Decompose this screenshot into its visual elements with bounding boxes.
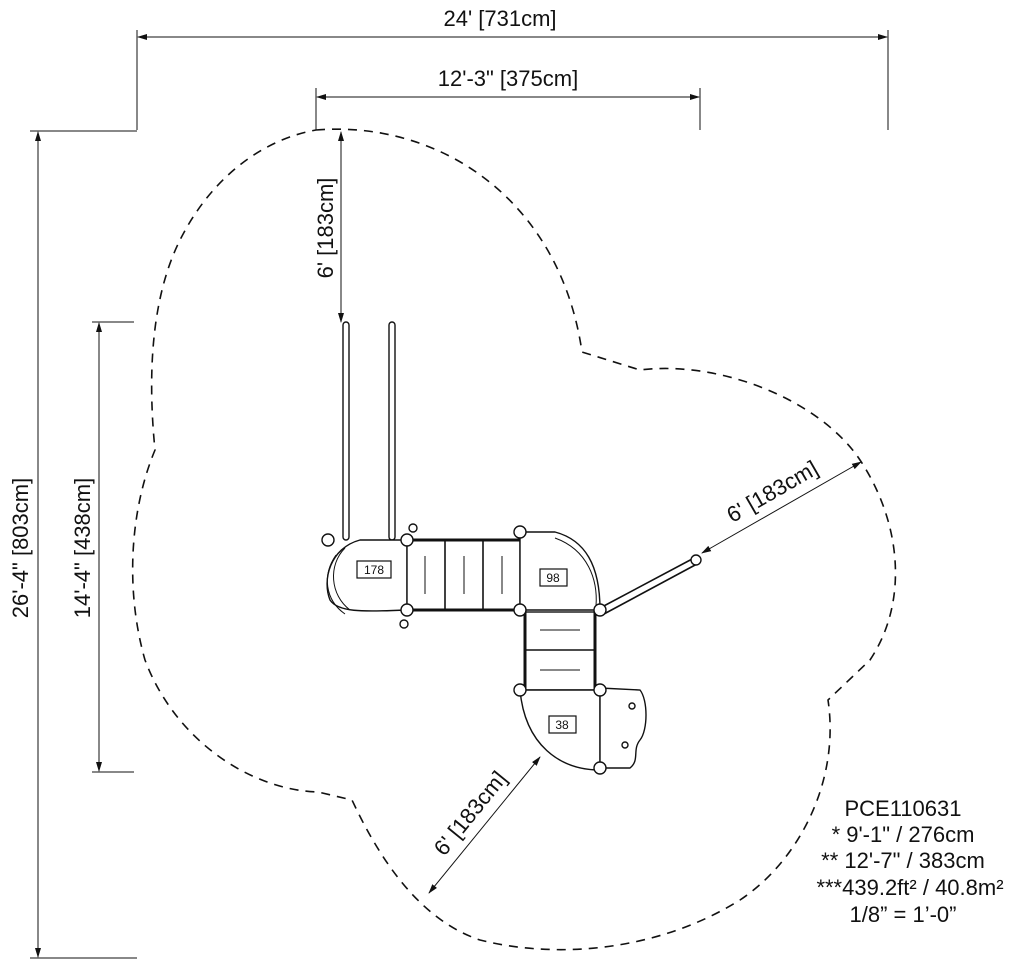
info-block: PCE110631 * 9'-1" / 276cm ** 12'-7" / 38… [816,796,1003,927]
slide-rails [342,321,396,541]
overall-width-label: 24' [731cm] [443,6,556,31]
info-line-2: ** 12'-7" / 383cm [821,848,985,873]
deck-middle: 98 [519,531,601,611]
structure-depth-dimension: 14'-4" [438cm] [70,321,134,773]
inner-width-dimension: 12'-3" [375cm] [315,66,701,130]
overall-width-dimension: 24' [731cm] [136,6,889,130]
use-zone-boundary [131,128,897,951]
deck-middle-label: 98 [546,571,560,585]
model-number: PCE110631 [844,796,961,821]
clearance-right-dimension: 6' [183cm] [701,455,862,554]
clearance-top-label: 6' [183cm] [313,178,338,279]
vertical-section [523,611,597,691]
clearance-right-label: 6' [183cm] [722,455,822,527]
clearance-bottom-dimension: 6' [183cm] [428,756,541,894]
info-line-3: ***439.2ft² / 40.8m² [816,875,1003,900]
deck-bottom: 38 [519,689,601,771]
structure-depth-label: 14'-4" [438cm] [70,478,95,618]
inner-width-label: 12'-3" [375cm] [438,66,578,91]
overall-depth-dimension: 26'-4" [803cm] [8,130,137,959]
overall-depth-label: 26'-4" [803cm] [8,478,33,618]
clearance-bottom-label: 6' [183cm] [429,766,512,860]
play-structure: 178 98 [321,321,702,775]
side-panel [599,687,647,769]
arm-right [599,554,702,615]
clearance-top-dimension: 6' [183cm] [313,131,344,323]
scale-note: 1/8” = 1’-0” [850,902,957,927]
deck-left-label: 178 [364,563,384,577]
deck-left: 178 [326,539,408,615]
info-line-1: * 9'-1" / 276cm [832,822,975,847]
deck-bottom-label: 38 [555,718,569,732]
posts [321,523,607,775]
bridge-section [406,538,521,612]
